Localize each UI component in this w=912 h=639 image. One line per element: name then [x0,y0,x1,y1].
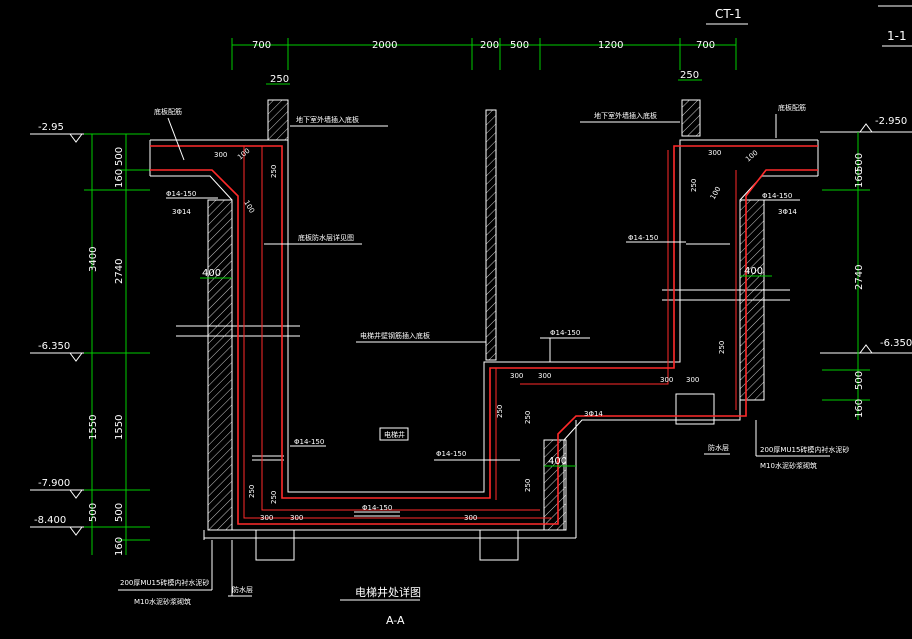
elev-right-2: -6.350 [880,338,912,349]
rebar-phi-step: Φ14-150 [550,329,580,337]
dim-cover-7: 300 [660,376,673,384]
annotations: 底板配筋 底板配筋 地下室外墙插入底板 地下室外墙插入底板 底板防水层详见图 电… [118,103,849,606]
note-bottom-right-1: 200厚MU15砖模内衬水泥砂 [760,445,849,454]
wall-left-top [267,99,289,141]
dim-left-small-3: 160 [114,537,125,556]
dim-cover-1: 300 [214,151,227,159]
dim-left-inner-3: 500 [114,503,125,522]
section-label: A-A [386,614,405,627]
note-bottom-left-2: M10水泥砂浆砌筑 [134,597,191,606]
dim-side-4: 250 [524,411,532,424]
sheet-code: CT-1 [715,7,742,21]
structure-walls [207,99,765,531]
dim-top-3: 200 [480,40,499,51]
dim-right-2: 160 [854,169,865,188]
dim-right-4: 500 [854,371,865,390]
wall-pit-right [543,439,567,531]
note-wall-left: 地下室外墙插入底板 [296,115,359,124]
dim-side-2: 250 [248,485,256,498]
dim-cover-9: 300 [708,149,721,157]
dim-cover-5: 300 [510,372,523,380]
drawing-title: 电梯井处详图 A-A [340,585,421,627]
dim-haunch-3: 400 [548,456,567,467]
elev-left-4: -8.400 [34,515,66,526]
dim-left-small-1: 160 [114,169,125,188]
haunch-dims: 400 400 400 [200,266,772,467]
title-caption: 电梯井处详图 [355,585,421,599]
dim-side-3: 250 [496,405,504,418]
note-pit-wall: 电梯井壁钢筋插入底板 [360,331,430,340]
rebar-labels: Φ14-150 3Φ14 Φ14-150 3Φ14 Φ14-150 Φ14-15… [166,190,800,513]
wall-left-outer [207,199,233,531]
note-roof-left: 底板配筋 [154,107,182,116]
dim-left-inner-1: 2740 [114,259,125,284]
slab-dims: 300 300 300 300 300 300 300 300 300 250 … [214,147,760,522]
dim-side-5: 250 [524,479,532,492]
rebar-phi-right-wall: Φ14-150 [628,234,658,242]
elev-left-2: -6.350 [38,341,70,352]
dim-haunch-2: 400 [744,266,763,277]
dim-diag-3: 100 [744,149,759,164]
dim-wall-left: 250 [270,74,289,85]
wall-right-top [681,99,701,137]
dim-side-6: 250 [690,179,698,192]
dim-top-6: 700 [696,40,715,51]
right-elevations: -2.950 -6.350 500 160 2740 500 160 [820,116,912,420]
dim-diag-1: 100 [236,147,251,162]
note-wall-right: 地下室外墙插入底板 [594,111,657,120]
top-dimension-chain: 700 2000 200 500 1200 700 [231,38,737,70]
rebar-lines [150,145,818,525]
section-tag: 1-1 [887,29,907,43]
elev-left-3: -7.900 [38,478,70,489]
elev-left-1: -2.95 [38,122,64,133]
dim-top-2: 2000 [372,40,397,51]
rebar-phi-right: Φ14-150 [762,192,792,200]
wall-center [485,109,497,361]
dim-haunch-1: 400 [202,268,221,279]
note-roof-right: 底板配筋 [778,103,806,112]
dim-top-1: 700 [252,40,271,51]
dim-side-1: 250 [270,165,278,178]
note-bottom-left-1: 200厚MU15砖模内衬水泥砂 [120,578,209,587]
dim-cover-8: 300 [686,376,699,384]
left-elevations: -2.95 -6.350 -7.900 -8.400 [30,122,90,536]
note-bottom-right-tag: 防水层 [708,443,729,452]
dim-left-small-2: 500 [114,147,125,166]
dim-cover-4: 300 [464,514,477,522]
dim-left-inner-2: 1550 [114,415,125,440]
rebar-bars-step: 3Φ14 [584,410,603,418]
dim-side-7: 250 [718,341,726,354]
rebar-bars-left: 3Φ14 [172,208,191,216]
dim-left-outer-3: 500 [88,503,99,522]
dim-cover-3: 300 [290,514,303,522]
dim-top-5: 1200 [598,40,623,51]
note-bottom-left-tag: 防水层 [232,585,253,594]
dim-top-4: 500 [510,40,529,51]
dim-side-8: 250 [270,491,278,504]
rebar-phi-pit-side: Φ14-150 [436,450,466,458]
dim-right-5: 160 [854,399,865,418]
note-waterproof: 底板防水层详见图 [298,233,354,242]
note-bottom-right-2: M10水泥砂浆砌筑 [760,461,817,470]
dim-right-3: 2740 [854,265,865,290]
rebar-phi-bottom: Φ14-150 [362,504,392,512]
dim-diag-4: 100 [709,185,723,201]
rebar-phi-pit-wall: Φ14-150 [294,438,324,446]
dim-left-outer-1: 3400 [88,247,99,272]
dim-wall-right: 250 [680,70,699,81]
dim-cover-2: 300 [260,514,273,522]
rebar-bars-right: 3Φ14 [778,208,797,216]
dim-cover-6: 300 [538,372,551,380]
left-dimension-chain: 3400 1550 500 2740 1550 500 500 160 160 [84,133,150,556]
elev-right-1: -2.950 [875,116,907,127]
dim-left-outer-2: 1550 [88,415,99,440]
rebar-phi-left: Φ14-150 [166,190,196,198]
note-pit-label: 电梯井 [384,430,405,439]
dim-right-1: 500 [854,153,865,172]
